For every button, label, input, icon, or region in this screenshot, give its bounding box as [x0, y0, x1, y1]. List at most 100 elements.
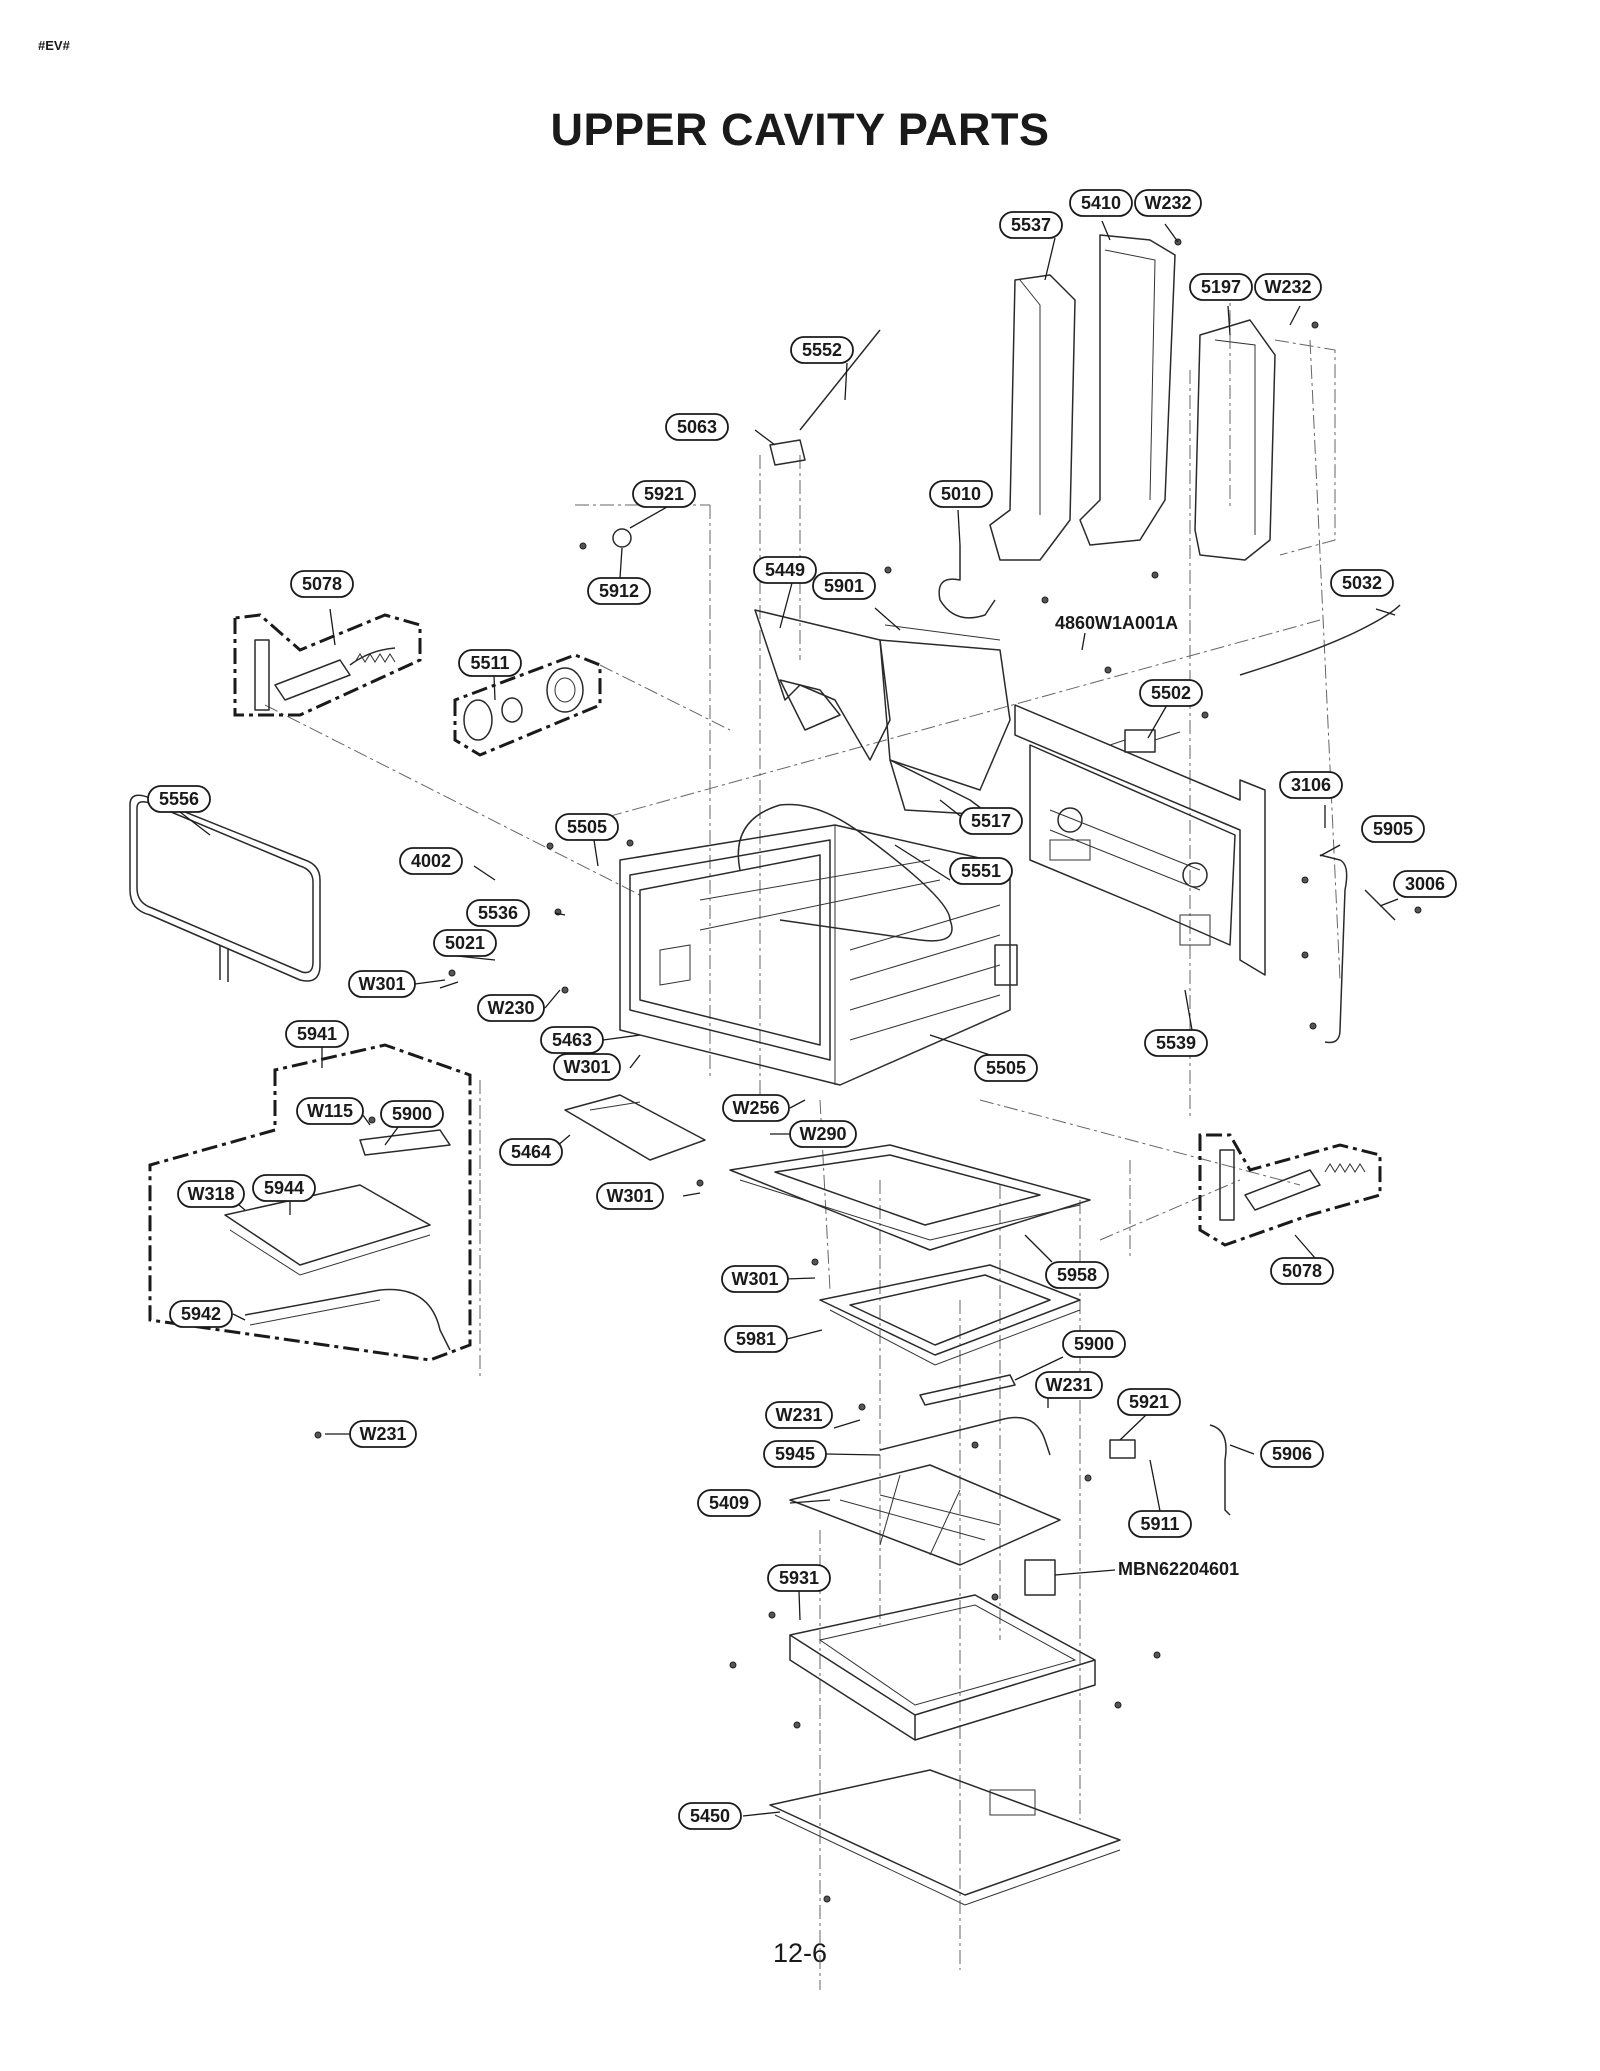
callout-5931: 5931 [767, 1564, 831, 1592]
svg-text:5556: 5556 [159, 789, 199, 809]
callout-5505: 5505 [555, 813, 619, 841]
tube-5905 [1319, 854, 1348, 1044]
screws [314, 238, 1422, 1903]
callout-3006: 3006 [1393, 870, 1457, 898]
callout-5517: 5517 [959, 807, 1023, 835]
plate-5464 [564, 1094, 706, 1161]
callout-5505: 5505 [974, 1054, 1038, 1082]
callout-5536: 5536 [466, 899, 530, 927]
callout-w232: W232 [1254, 273, 1322, 301]
callout-5511: 5511 [458, 649, 522, 677]
callout-5032: 5032 [1330, 569, 1394, 597]
svg-text:5502: 5502 [1151, 683, 1191, 703]
callout-4002: 4002 [399, 847, 463, 875]
callout-5551: 5551 [949, 857, 1013, 885]
callout-5905: 5905 [1361, 815, 1425, 843]
callout-5063: 5063 [665, 413, 729, 441]
svg-text:4002: 4002 [411, 851, 451, 871]
label-4860w1a001a: 4860W1A001A [1055, 613, 1178, 633]
svg-text:5912: 5912 [599, 581, 639, 601]
vent-duct-5537 [989, 274, 1076, 561]
svg-text:W232: W232 [1144, 193, 1191, 213]
callout-w290: W290 [789, 1120, 857, 1148]
switch-5912 [612, 528, 632, 548]
callout-5409: 5409 [697, 1489, 761, 1517]
svg-text:5551: 5551 [961, 861, 1001, 881]
burner-5945 [879, 1416, 1051, 1456]
callout-w301: W301 [553, 1053, 621, 1081]
callout-5502: 5502 [1139, 679, 1203, 707]
callout-5463: 5463 [540, 1026, 604, 1054]
vent-duct-5410 [1079, 234, 1176, 546]
svg-text:W301: W301 [606, 1186, 653, 1206]
panel-5958 [729, 1144, 1091, 1251]
svg-text:5552: 5552 [802, 340, 842, 360]
callout-w301: W301 [596, 1182, 664, 1210]
control-5502 [1109, 729, 1181, 753]
svg-text:W318: W318 [187, 1184, 234, 1204]
svg-text:W230: W230 [487, 998, 534, 1018]
label-mbn62204601: MBN62204601 [1118, 1559, 1239, 1579]
callout-5981: 5981 [724, 1325, 788, 1353]
svg-text:3006: 3006 [1405, 874, 1445, 894]
callout-5078: 5078 [290, 570, 354, 598]
document-code: #EV# [38, 38, 70, 53]
base-frame-5931 [789, 1559, 1096, 1741]
callout-5901: 5901 [812, 572, 876, 600]
svg-text:5021: 5021 [445, 933, 485, 953]
page-title: UPPER CAVITY PARTS [550, 104, 1050, 155]
svg-text:5905: 5905 [1373, 819, 1413, 839]
callout-5958: 5958 [1045, 1261, 1109, 1289]
burner-assembly-5941 [148, 1043, 472, 1362]
callout-w318: W318 [177, 1180, 245, 1208]
svg-text:5537: 5537 [1011, 215, 1051, 235]
callout-w232: W232 [1134, 189, 1202, 217]
callout-5921: 5921 [1117, 1388, 1181, 1416]
svg-text:5944: 5944 [264, 1178, 304, 1198]
rod-5552 [799, 329, 881, 431]
callout-5945: 5945 [763, 1440, 827, 1468]
svg-text:5941: 5941 [297, 1024, 337, 1044]
svg-text:W301: W301 [731, 1269, 778, 1289]
svg-text:W301: W301 [563, 1057, 610, 1077]
igniter-5900 [919, 1374, 1016, 1406]
callout-5078: 5078 [1270, 1257, 1334, 1285]
svg-text:5449: 5449 [765, 560, 805, 580]
svg-text:5032: 5032 [1342, 573, 1382, 593]
svg-text:5921: 5921 [1129, 1392, 1169, 1412]
svg-text:5410: 5410 [1081, 193, 1121, 213]
callout-w231: W231 [349, 1420, 417, 1448]
lamp-assembly-5511 [453, 653, 602, 757]
callout-w301: W301 [721, 1265, 789, 1293]
svg-text:5539: 5539 [1156, 1033, 1196, 1053]
free-labels: 4860W1A001A MBN62204601 [1055, 613, 1239, 1579]
svg-text:W232: W232 [1264, 277, 1311, 297]
svg-text:5900: 5900 [1074, 1334, 1114, 1354]
svg-text:5505: 5505 [986, 1058, 1026, 1078]
svg-text:5505: 5505 [567, 817, 607, 837]
callout-5449: 5449 [753, 556, 817, 584]
rear-panel-5539 [1014, 704, 1266, 976]
svg-text:5981: 5981 [736, 1329, 776, 1349]
frame-5981 [819, 1264, 1081, 1366]
svg-text:5063: 5063 [677, 417, 717, 437]
bottom-panel-5450 [769, 1769, 1121, 1906]
callout-5464: 5464 [499, 1138, 563, 1166]
svg-text:5409: 5409 [709, 1493, 749, 1513]
callout-5941: 5941 [285, 1020, 349, 1048]
callout-5537: 5537 [999, 211, 1063, 239]
svg-text:W290: W290 [799, 1124, 846, 1144]
door-gasket-5556 [129, 794, 321, 982]
svg-text:5464: 5464 [511, 1142, 551, 1162]
callout-w231: W231 [765, 1401, 833, 1429]
heater-element-5078-right [1198, 1133, 1382, 1247]
svg-text:5900: 5900 [392, 1104, 432, 1124]
svg-text:5536: 5536 [478, 903, 518, 923]
callout-w230: W230 [477, 994, 545, 1022]
rod-3006 [1364, 889, 1396, 921]
svg-text:5078: 5078 [1282, 1261, 1322, 1281]
callout-5921: 5921 [632, 480, 696, 508]
callout-5900: 5900 [1062, 1330, 1126, 1358]
svg-text:5450: 5450 [690, 1806, 730, 1826]
